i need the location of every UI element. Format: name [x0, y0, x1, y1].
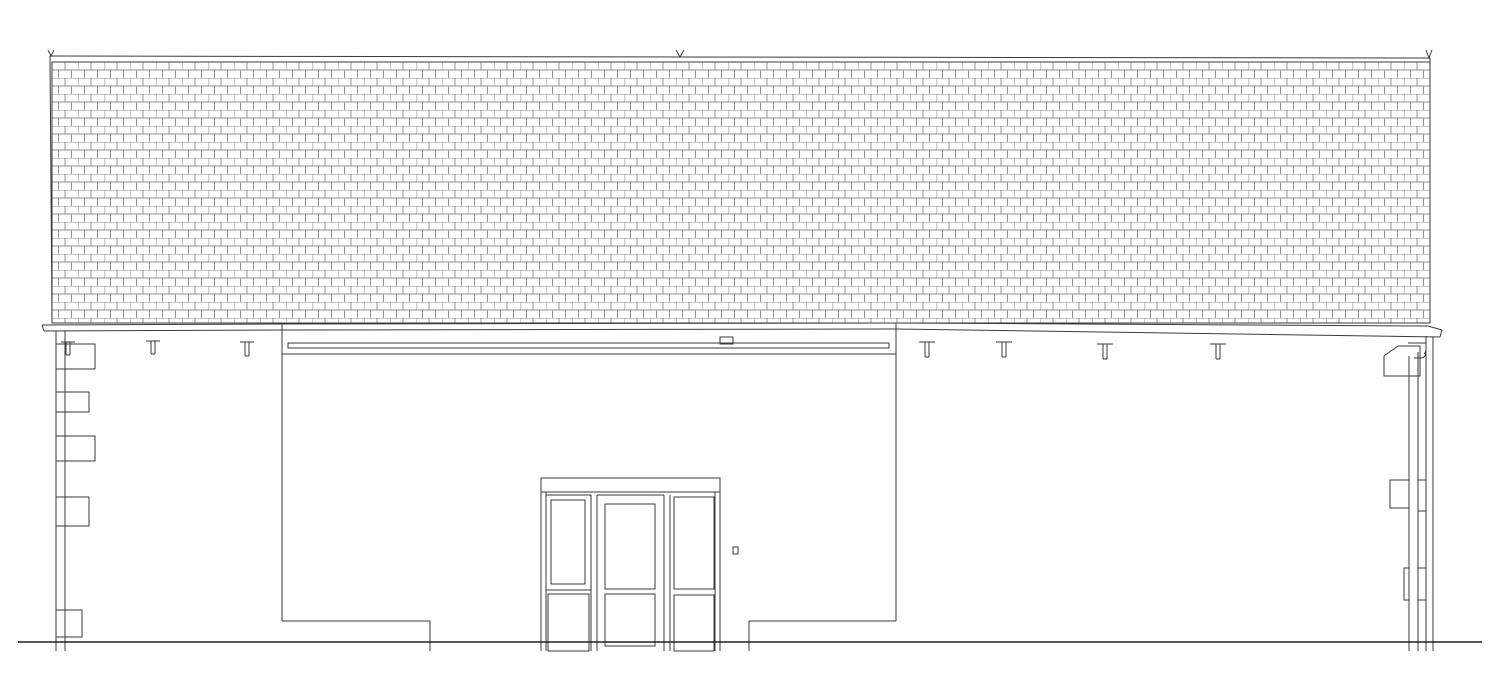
quoin-stone — [55, 496, 90, 527]
quoin-stone — [55, 391, 90, 413]
bay-lintel-rail — [287, 342, 890, 349]
eaves-left-cap — [41, 324, 45, 332]
eave-brackets — [61, 340, 1226, 360]
roof-ridge-line — [49, 55, 1431, 59]
eave-bracket — [1210, 343, 1226, 360]
door-leaf-right-glass — [673, 496, 715, 590]
door-head — [540, 477, 721, 493]
door-leaf-right-lower-panel — [673, 594, 715, 652]
eave-bracket — [996, 341, 1012, 358]
left-wall — [55, 331, 96, 651]
roof-tiles — [51, 61, 1431, 324]
bay-base-right — [748, 620, 896, 651]
eave-bracket — [919, 341, 935, 358]
door-bell-button — [732, 546, 739, 555]
roof — [47, 49, 1433, 324]
eaves-fascia — [41, 322, 1443, 338]
door-leaf-center-lower-panel — [604, 593, 656, 647]
door-leaf-left-frame — [545, 494, 592, 591]
quoin-stone-right — [1389, 479, 1410, 509]
roof-left-edge — [49, 55, 53, 324]
entrance-door — [540, 477, 739, 652]
eave-bracket — [61, 341, 75, 356]
gutter-outlet — [1408, 342, 1427, 359]
eave-bracket — [1097, 343, 1113, 360]
eaves-right-cap — [1439, 329, 1443, 338]
bay-base-left — [282, 620, 431, 651]
eaves-bottom-line — [43, 328, 1441, 338]
rainwater-downpipe-top — [1423, 336, 1427, 355]
quoin-stone — [55, 343, 96, 370]
quoin-stone — [55, 609, 83, 638]
right-wall — [1383, 336, 1434, 651]
door-leaf-left-glass — [550, 499, 586, 585]
ridge-mark-center — [675, 49, 685, 59]
ridge-mark-left — [47, 49, 55, 58]
ridge-mark-right — [1425, 49, 1433, 60]
quoin-stone — [55, 435, 96, 462]
quoin-stone-right — [1403, 567, 1410, 601]
eave-bracket — [146, 340, 160, 355]
central-bay — [281, 323, 897, 651]
door-leaf-left-lower-panel — [547, 593, 590, 652]
gutter-hopper — [1383, 345, 1421, 377]
eave-bracket — [240, 341, 254, 357]
door-leaf-center-glass — [604, 503, 656, 590]
